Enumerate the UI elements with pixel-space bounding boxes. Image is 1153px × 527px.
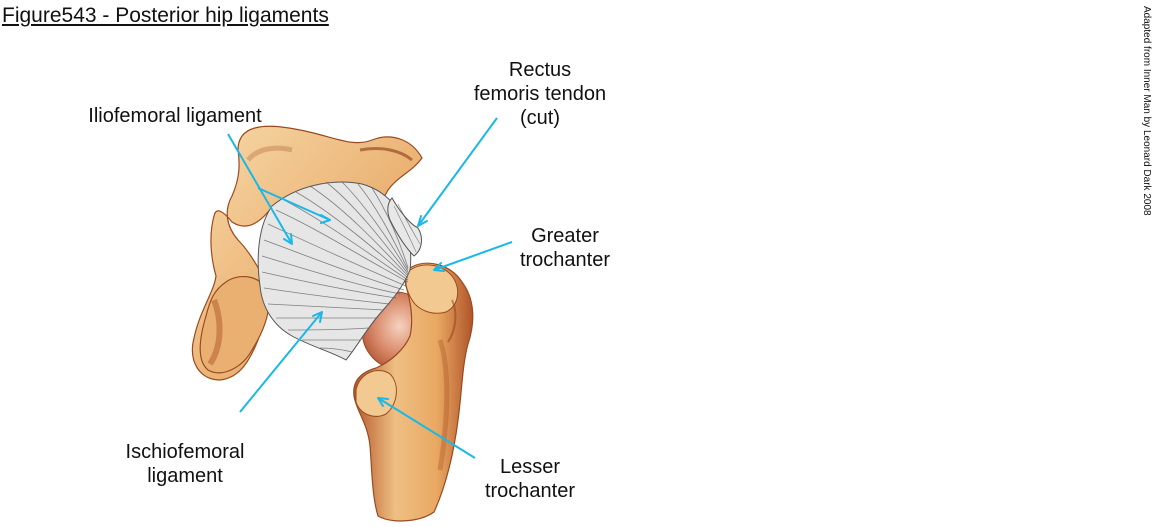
label-line: Lesser [499,456,561,478]
label-line: trochanter [519,249,611,271]
label-rectus-femoris-tendon: Rectus femoris tendon (cut) [440,58,640,130]
lesser-trochanter-bone [355,370,397,417]
leader-lesser-trochanter [377,397,476,459]
leader-lines [227,117,513,459]
leader-ischiofemoral [239,311,323,413]
label-greater-trochanter: Greater trochanter [480,224,650,272]
figure-title: Figure543 - Posterior hip ligaments [2,4,329,27]
capsular-ligament [257,181,412,361]
label-line: ligament [147,465,223,487]
leader-greater-trochanter [433,241,513,272]
label-ischiofemoral-ligament: Ischiofemoral ligament [80,440,290,488]
label-line: (cut) [520,107,560,129]
label-iliofemoral-ligament: Iliofemoral ligament [60,104,290,128]
label-line: trochanter [484,480,576,502]
leader-rectus-femoris [417,117,498,227]
femur-bone [353,262,474,522]
leader-iliofemoral [227,133,331,245]
label-line: Ischiofemoral [125,441,245,463]
label-line: Rectus [508,59,572,81]
label-lesser-trochanter: Lesser trochanter [445,455,615,503]
ligament-fibers [261,181,409,353]
label-line: femoris tendon [473,83,607,105]
label-line: Iliofemoral ligament [88,105,262,127]
label-line: Greater [531,225,599,247]
